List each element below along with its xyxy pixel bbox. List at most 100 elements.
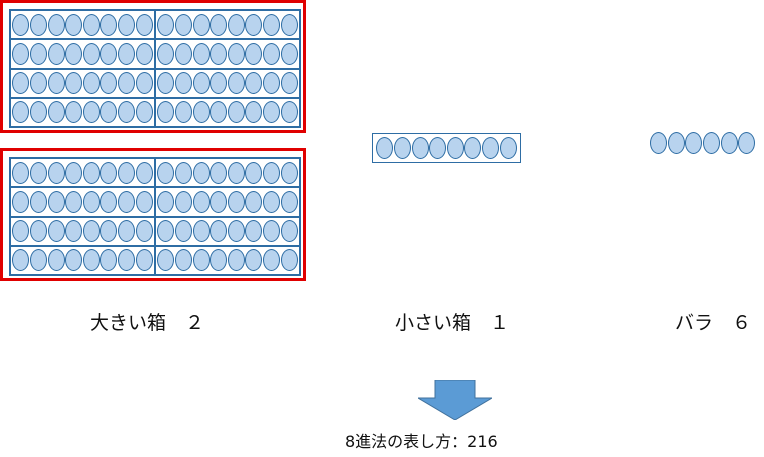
small-box bbox=[372, 133, 521, 163]
small-box-cell bbox=[10, 10, 155, 40]
bead bbox=[245, 249, 263, 272]
bead bbox=[280, 249, 298, 272]
small-box-cell bbox=[155, 158, 300, 188]
bead bbox=[376, 137, 394, 159]
bead bbox=[262, 101, 280, 124]
bead bbox=[135, 72, 153, 95]
small-box-cell bbox=[155, 68, 300, 98]
bead bbox=[210, 161, 228, 184]
bead bbox=[47, 101, 65, 124]
bead bbox=[82, 13, 100, 36]
bead bbox=[82, 249, 100, 272]
bead bbox=[245, 161, 263, 184]
bead bbox=[192, 13, 210, 36]
small-box-label: 小さい箱 １ bbox=[395, 312, 510, 334]
bead bbox=[667, 132, 685, 154]
bead bbox=[65, 13, 83, 36]
bead bbox=[429, 137, 447, 159]
bead bbox=[30, 220, 48, 243]
bead bbox=[157, 13, 175, 36]
bead bbox=[117, 13, 135, 36]
large-box-1 bbox=[0, 0, 306, 133]
bead bbox=[30, 161, 48, 184]
small-box-cell bbox=[10, 245, 155, 275]
down-arrow-icon bbox=[418, 380, 492, 420]
bead bbox=[47, 161, 65, 184]
bead bbox=[135, 42, 153, 65]
bead bbox=[245, 220, 263, 243]
bead bbox=[65, 42, 83, 65]
bead bbox=[30, 190, 48, 213]
large-box-label: 大きい箱 ２ bbox=[90, 312, 205, 334]
bead bbox=[210, 249, 228, 272]
bead bbox=[100, 42, 118, 65]
bead bbox=[245, 13, 263, 36]
bead bbox=[117, 220, 135, 243]
bead bbox=[47, 42, 65, 65]
bead bbox=[175, 101, 193, 124]
bead bbox=[738, 132, 756, 154]
bead bbox=[227, 72, 245, 95]
bead bbox=[210, 220, 228, 243]
bead bbox=[245, 101, 263, 124]
bead bbox=[100, 249, 118, 272]
small-box-cell bbox=[10, 216, 155, 246]
bead bbox=[135, 190, 153, 213]
bead bbox=[157, 190, 175, 213]
bead bbox=[157, 101, 175, 124]
bead bbox=[157, 42, 175, 65]
bead bbox=[82, 42, 100, 65]
bead bbox=[227, 249, 245, 272]
bead bbox=[210, 190, 228, 213]
bead bbox=[210, 101, 228, 124]
bead bbox=[12, 13, 30, 36]
bead bbox=[175, 249, 193, 272]
bead bbox=[280, 190, 298, 213]
bead bbox=[12, 220, 30, 243]
bead bbox=[30, 42, 48, 65]
bead bbox=[135, 249, 153, 272]
bead bbox=[117, 249, 135, 272]
bead bbox=[245, 190, 263, 213]
bead bbox=[280, 42, 298, 65]
bead bbox=[411, 137, 429, 159]
bead bbox=[100, 13, 118, 36]
bead bbox=[262, 13, 280, 36]
down-arrow-shape bbox=[418, 380, 492, 420]
bead bbox=[210, 72, 228, 95]
bead bbox=[280, 72, 298, 95]
bead bbox=[135, 13, 153, 36]
bead bbox=[30, 101, 48, 124]
bead bbox=[12, 190, 30, 213]
bead bbox=[12, 42, 30, 65]
bead bbox=[262, 72, 280, 95]
bead bbox=[47, 72, 65, 95]
bead bbox=[100, 220, 118, 243]
bead bbox=[262, 249, 280, 272]
bead bbox=[30, 13, 48, 36]
bead bbox=[135, 161, 153, 184]
bead bbox=[245, 72, 263, 95]
bead bbox=[12, 72, 30, 95]
bead bbox=[82, 220, 100, 243]
bead bbox=[30, 72, 48, 95]
bead bbox=[227, 42, 245, 65]
bead bbox=[394, 137, 412, 159]
bead bbox=[82, 190, 100, 213]
bead bbox=[703, 132, 721, 154]
large-box-2 bbox=[0, 148, 306, 281]
bead bbox=[65, 101, 83, 124]
bead bbox=[47, 249, 65, 272]
bead bbox=[227, 13, 245, 36]
bead bbox=[135, 101, 153, 124]
bead bbox=[117, 72, 135, 95]
bead bbox=[100, 161, 118, 184]
bead bbox=[47, 190, 65, 213]
bead bbox=[262, 190, 280, 213]
bead bbox=[65, 220, 83, 243]
bead bbox=[12, 101, 30, 124]
bead bbox=[175, 42, 193, 65]
bead bbox=[227, 161, 245, 184]
result-text: 8進法の表し方：216 bbox=[345, 432, 498, 451]
bead bbox=[192, 190, 210, 213]
